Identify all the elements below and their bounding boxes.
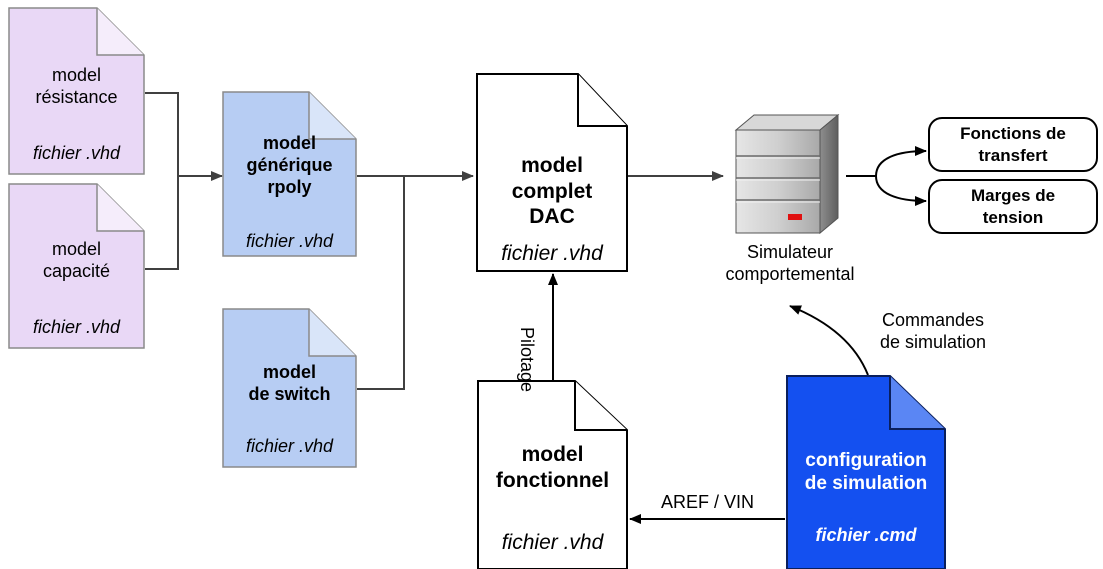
doc-file: fichier .vhd — [501, 242, 603, 265]
doc-file: fichier .vhd — [245, 231, 334, 251]
doc-file: fichier .vhd — [32, 317, 121, 337]
doc-model-fonctionnel[interactable]: model fonctionnel fichier .vhd — [477, 380, 628, 569]
document-icon — [222, 91, 357, 257]
doc-model-complet-dac[interactable]: model complet DAC fichier .vhd — [476, 73, 628, 272]
doc-file: fichier .vhd — [245, 436, 334, 456]
document-icon — [8, 7, 145, 175]
document-icon — [476, 73, 628, 272]
simulator-label: Simulateur comportemental — [725, 242, 855, 284]
doc-file: fichier .vhd — [501, 531, 604, 554]
doc-title: model de switch — [248, 362, 331, 404]
doc-model-rpoly[interactable]: model générique rpoly fichier .vhd — [222, 91, 357, 257]
doc-configuration-simulation[interactable]: configuration de simulation fichier .cmd — [786, 375, 946, 569]
document-icon — [8, 183, 145, 349]
document-icon — [222, 308, 357, 468]
doc-title: model fonctionnel — [495, 443, 610, 492]
doc-title: configuration de simulation — [804, 450, 928, 495]
doc-title: model complet DAC — [511, 154, 593, 229]
doc-model-switch[interactable]: model de switch fichier .vhd — [222, 308, 357, 468]
server-tower-icon — [734, 113, 840, 235]
arrow-to-fonctions — [875, 146, 927, 177]
doc-title: model résistance — [35, 65, 118, 107]
result-marges-tension: Marges de tension — [928, 179, 1098, 234]
doc-title: model capacité — [42, 239, 111, 281]
doc-file: fichier .cmd — [815, 525, 917, 545]
connector-switch — [357, 176, 405, 390]
pilotage-label: Pilotage — [517, 327, 537, 393]
doc-model-resistance[interactable]: model résistance fichier .vhd — [8, 7, 145, 175]
connector-resistance — [145, 92, 179, 270]
document-icon — [477, 380, 628, 569]
aref-vin-label: AREF / VIN — [661, 492, 755, 512]
doc-model-capacite[interactable]: model capacité fichier .vhd — [8, 183, 145, 349]
arrow-to-marges — [875, 175, 927, 206]
result-fonctions-transfert: Fonctions de transfert — [928, 117, 1098, 172]
document-icon — [786, 375, 946, 569]
doc-file: fichier .vhd — [32, 143, 121, 163]
commandes-label: Commandes de simulation — [879, 310, 987, 352]
doc-title: model générique rpoly — [246, 133, 333, 197]
arrow-commandes — [789, 305, 869, 376]
